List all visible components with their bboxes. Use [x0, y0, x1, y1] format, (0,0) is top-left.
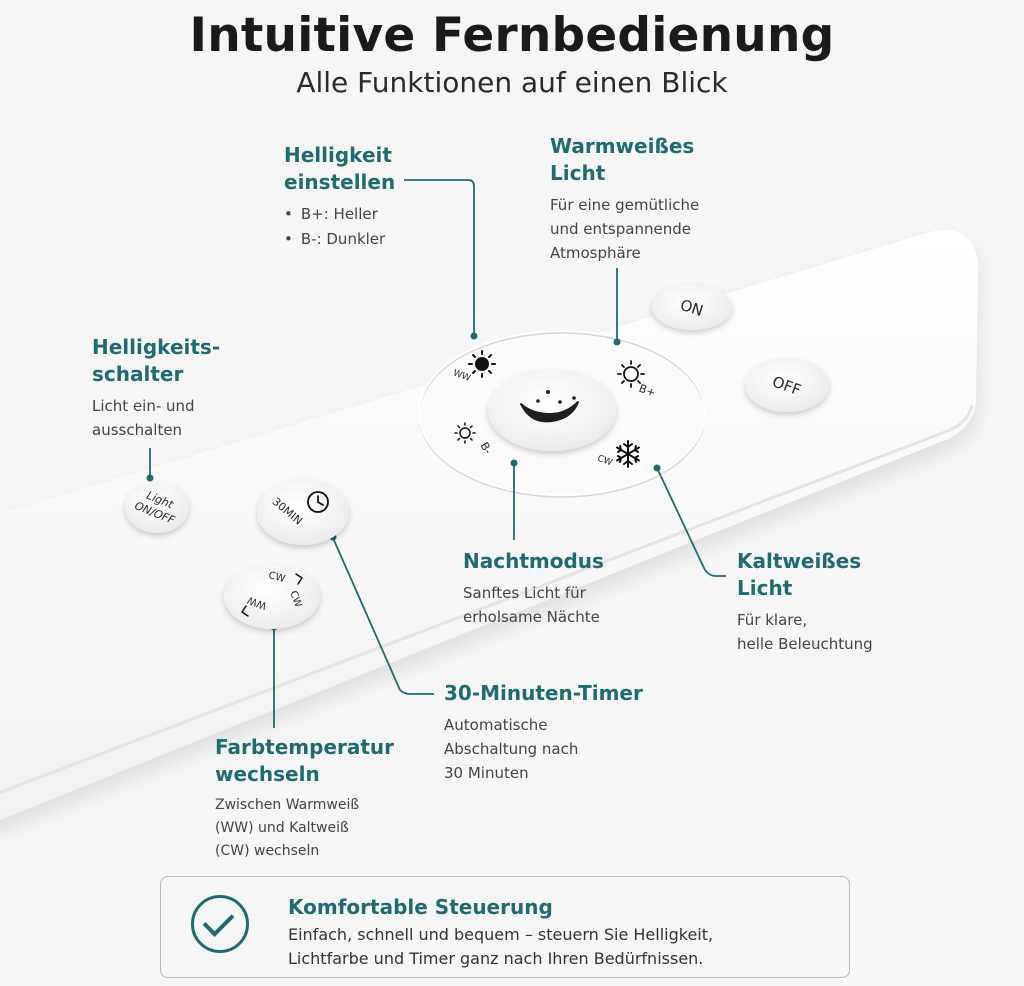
- color-temp-switch-button[interactable]: CW CW WW: [224, 563, 320, 629]
- schalter-text-1: Licht ein- und: [92, 397, 195, 415]
- page-subtitle: Alle Funktionen auf einen Blick: [296, 66, 728, 99]
- comfort-text-1: Einfach, schnell und bequem – steuern Si…: [288, 925, 714, 944]
- warmweiss-text-2: und entspannende: [550, 220, 691, 238]
- schalter-title-1: Helligkeits-: [92, 335, 221, 359]
- remote-body: [0, 230, 978, 820]
- schalter-text-2: ausschalten: [92, 421, 183, 439]
- farbe-text-2: (WW) und Kaltweiß: [215, 820, 349, 836]
- farbe-text-3: (CW) wechseln: [215, 843, 320, 859]
- clock-icon: [307, 491, 329, 513]
- svg-text:CW: CW: [287, 589, 303, 609]
- line-timer: [332, 537, 434, 695]
- callout-nacht: Nachtmodus Sanftes Licht für erholsame Nä…: [463, 548, 604, 629]
- timer-text-1: Automatische: [444, 716, 548, 734]
- helligkeit-title-2: einstellen: [284, 170, 396, 194]
- swap-arrows-icon: [240, 573, 304, 617]
- on-button[interactable]: ON: [652, 284, 732, 330]
- nacht-title: Nachtmodus: [463, 549, 604, 573]
- helligkeit-item: B-: Dunkler: [284, 227, 395, 252]
- svg-text:B+: B+: [637, 382, 657, 400]
- check-circle-icon: [191, 895, 249, 953]
- callout-lines: [149, 179, 726, 728]
- farbe-title-1: Farbtemperatur: [215, 735, 395, 759]
- brightness-down-button[interactable]: B-: [454, 422, 495, 457]
- line-kaltweiss: [657, 469, 726, 577]
- kaltweiss-text-2: helle Beleuchtung: [737, 635, 873, 653]
- comfort-info-box: Komfortable Steuerung Einfach, schnell u…: [160, 876, 850, 978]
- off-button[interactable]: OFF: [745, 358, 829, 412]
- schalter-title-2: schalter: [92, 362, 184, 386]
- helligkeit-item: B+: Heller: [284, 202, 395, 227]
- outline-sun-icon: [617, 360, 645, 388]
- page-title: Intuitive Fernbedienung: [189, 8, 835, 63]
- snowflake-icon: [616, 440, 640, 468]
- night-mode-button[interactable]: [488, 369, 616, 451]
- svg-text:CW: CW: [267, 570, 286, 585]
- warmweiss-title-1: Warmweißes: [550, 134, 695, 158]
- timer-text-2: Abschaltung nach: [444, 740, 579, 758]
- filled-sun-icon: [468, 350, 496, 378]
- svg-text:CW: CW: [596, 454, 614, 469]
- warmweiss-text-1: Für eine gemütliche: [550, 196, 700, 214]
- farbe-title-2: wechseln: [215, 762, 320, 786]
- kaltweiss-text-1: Für klare,: [737, 611, 808, 629]
- light-on-off-button[interactable]: Light ON/OFF: [125, 481, 189, 533]
- svg-text:B-: B-: [478, 440, 495, 456]
- callout-farbe: Farbtemperatur wechseln Zwischen Warmweiß…: [215, 734, 394, 863]
- nacht-text-2: erholsame Nächte: [463, 608, 600, 626]
- brightness-up-button[interactable]: B+: [617, 360, 657, 400]
- helligkeit-title-1: Helligkeit: [284, 143, 392, 167]
- small-sun-icon: [454, 422, 476, 444]
- farbe-text-1: Zwischen Warmweiß: [215, 797, 360, 813]
- line-helligkeit: [404, 179, 475, 334]
- kaltweiss-title-2: Licht: [737, 576, 793, 600]
- comfort-title: Komfortable Steuerung: [288, 895, 553, 919]
- warmweiss-text-3: Atmosphäre: [550, 244, 641, 262]
- callout-schalter: Helligkeits-schalter Licht ein- und aussc…: [92, 334, 220, 442]
- stars-icon: [536, 390, 576, 404]
- callout-helligkeit: Helligkeit einstellen B+: Heller B-: Dunk…: [284, 142, 395, 252]
- timer-title: 30-Minuten-Timer: [444, 681, 643, 705]
- timer-text-3: 30 Minuten: [444, 764, 529, 782]
- moon-icon: [520, 401, 579, 423]
- nacht-text-1: Sanftes Licht für: [463, 584, 586, 602]
- kaltweiss-title-1: Kaltweißes: [737, 549, 862, 573]
- comfort-text-2: Lichtfarbe und Timer ganz nach Ihren Bed…: [288, 949, 704, 968]
- warmweiss-title-2: Licht: [550, 161, 606, 185]
- timer-button[interactable]: 30MIN: [257, 479, 349, 545]
- cold-white-button[interactable]: CW: [596, 440, 640, 469]
